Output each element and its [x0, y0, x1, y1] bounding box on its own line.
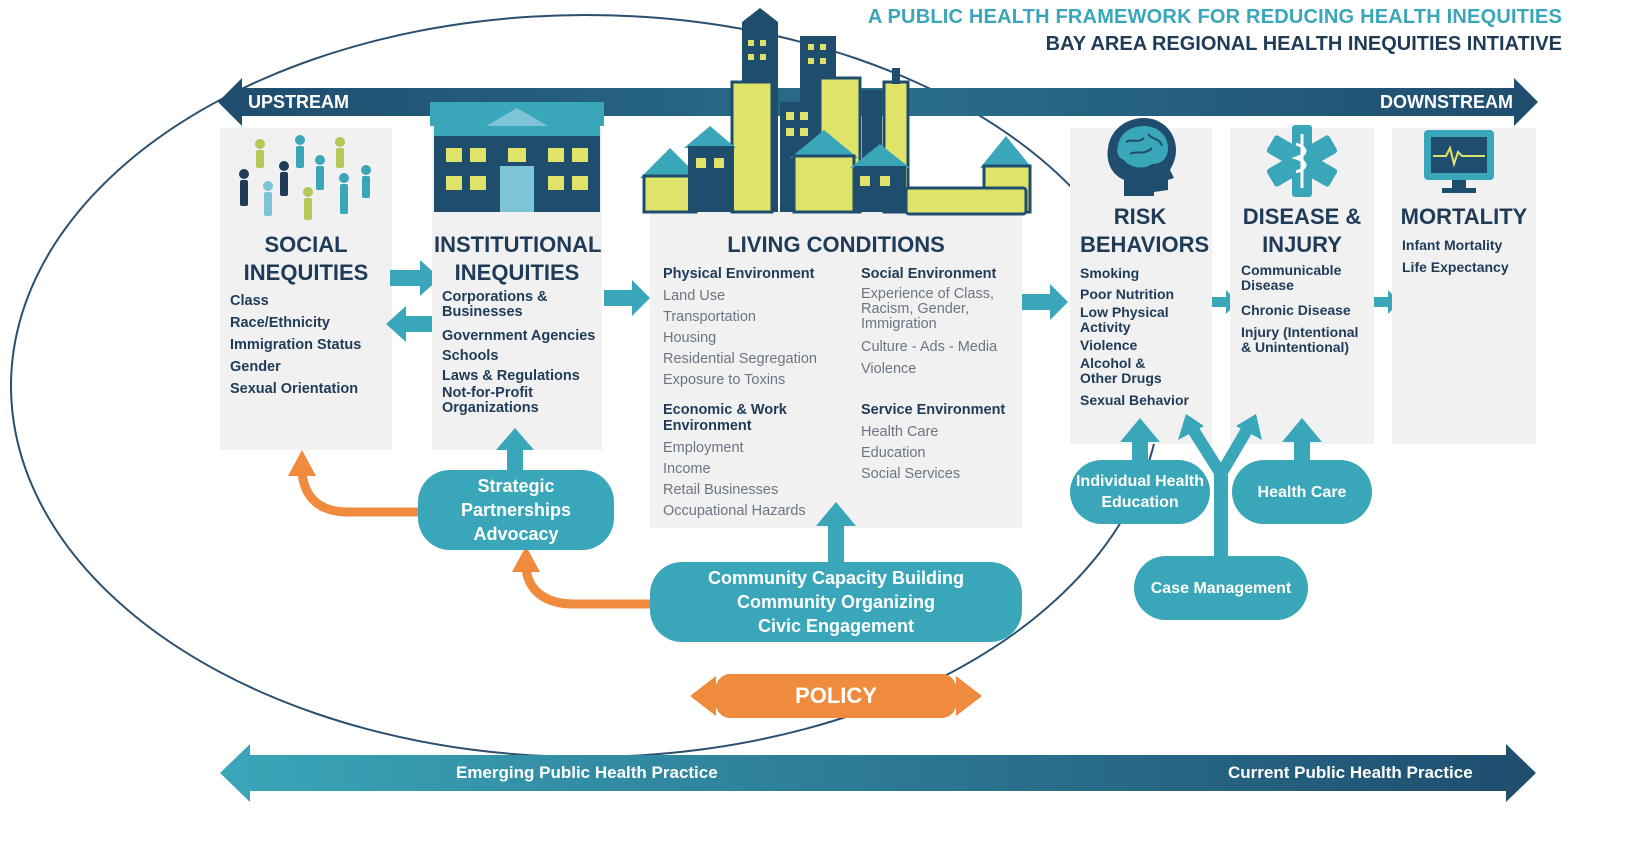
- service-environment-title: Service Environment: [861, 402, 1006, 418]
- list-item: Exposure to Toxins: [663, 372, 786, 388]
- living-to-risk-arrow-icon: [1022, 284, 1068, 320]
- institution-building-icon: [430, 102, 604, 212]
- list-item: Laws & Regulations: [442, 368, 580, 384]
- list-item: Government Agencies: [442, 328, 596, 344]
- list-item: Housing: [663, 330, 717, 346]
- institutional-inequities-title: INSTITUTIONAL INEQUITIES: [434, 232, 602, 285]
- heart-monitor-icon: [1424, 130, 1494, 193]
- list-item: Health Care: [861, 424, 939, 440]
- list-item: Schools: [442, 348, 499, 364]
- pill-line: Partnerships: [460, 500, 572, 520]
- list-item: Life Expectancy: [1402, 259, 1509, 275]
- public-health-practice-arrow: [220, 744, 1536, 802]
- case-management-pill: Case Management: [1134, 556, 1308, 620]
- list-item: Communicable Disease: [1241, 262, 1342, 293]
- list-item: Infant Mortality: [1402, 237, 1503, 253]
- economic-work-environment-section: Economic & Work Environment Employment I…: [663, 402, 853, 522]
- mortality-title: MORTALITY: [1400, 204, 1528, 229]
- social-inequities-list: Class Race/Ethnicity Immigration Status …: [230, 290, 390, 400]
- upstream-label: UPSTREAM: [248, 92, 350, 112]
- disease-injury-title: DISEASE & INJURY: [1242, 204, 1362, 257]
- social-environment-section: Social Environment Experience of Class, …: [861, 266, 1013, 377]
- list-item: Corporations & Businesses: [442, 289, 548, 320]
- living-conditions-panel: [650, 206, 1022, 528]
- list-item: Immigration Status: [230, 337, 362, 353]
- pill-line: Community Organizing: [737, 592, 935, 612]
- institutional-to-living-arrow-icon: [604, 280, 650, 316]
- list-item: Land Use: [663, 288, 726, 304]
- mortality-list: Infant Mortality Life Expectancy: [1402, 234, 1532, 278]
- service-environment-section: Service Environment Health Care Educatio…: [861, 402, 1013, 485]
- brain-head-icon: [1107, 118, 1176, 196]
- list-item: Class: [230, 293, 269, 309]
- list-item: Retail Businesses: [663, 482, 779, 498]
- list-item: Social Services: [861, 466, 961, 482]
- framework-title: A PUBLIC HEALTH FRAMEWORK FOR REDUCING H…: [867, 6, 1562, 28]
- policy-double-arrow: [690, 674, 982, 718]
- list-item: Low Physical Activity: [1080, 304, 1169, 335]
- list-item: Smoking: [1080, 265, 1140, 281]
- individual-health-education-pill: Individual Health Education: [1070, 460, 1210, 524]
- list-item: Education: [861, 445, 926, 461]
- list-item: Injury (Intentional & Unintentional): [1241, 324, 1359, 355]
- policy-label: POLICY: [795, 683, 877, 708]
- list-item: Income: [663, 461, 711, 477]
- medical-star-of-life-icon: [1266, 125, 1338, 197]
- social-inequities-title: SOCIAL INEQUITIES: [243, 232, 369, 285]
- pill-line: Education: [1101, 494, 1179, 511]
- people-icon: [239, 135, 371, 220]
- list-item: Chronic Disease: [1241, 302, 1351, 318]
- institutional-to-social-arrow-icon: [386, 306, 436, 342]
- list-item: Employment: [663, 440, 744, 456]
- emerging-practice-label: Emerging Public Health Practice: [456, 763, 718, 782]
- list-item: Occupational Hazards: [663, 503, 806, 519]
- pill-line: Strategic: [477, 476, 555, 496]
- institutional-inequities-list: Corporations & Businesses Government Age…: [442, 290, 598, 416]
- list-item: Culture - Ads - Media: [861, 339, 998, 355]
- pill-line: Civic Engagement: [757, 616, 915, 636]
- pill-line: Individual Health: [1075, 473, 1204, 490]
- risk-behaviors-title: RISK BEHAVIORS: [1080, 204, 1210, 257]
- downstream-label: DOWNSTREAM: [1380, 92, 1513, 112]
- disease-injury-list: Communicable Disease Chronic Disease Inj…: [1241, 263, 1371, 355]
- physical-environment-title: Physical Environment: [663, 266, 815, 282]
- list-item: Violence: [861, 361, 917, 377]
- pill-line: Health Care: [1257, 483, 1347, 501]
- list-item: Poor Nutrition: [1080, 286, 1175, 302]
- pill-line: Community Capacity Building: [707, 568, 965, 588]
- risk-behaviors-list: Smoking Poor Nutrition Low Physical Acti…: [1080, 263, 1206, 411]
- list-item: Alcohol & Other Drugs: [1080, 355, 1162, 386]
- living-conditions-title: LIVING CONDITIONS: [727, 232, 945, 257]
- strategic-partnerships-advocacy-pill: Strategic Partnerships Advocacy: [418, 470, 614, 550]
- list-item: Experience of Class, Racism, Gender, Imm…: [861, 286, 994, 332]
- framework-subtitle: BAY AREA REGIONAL HEALTH INEQUITIES INTI…: [1045, 33, 1562, 55]
- list-item: Transportation: [663, 309, 756, 325]
- list-item: Race/Ethnicity: [230, 315, 330, 331]
- pill-line: Case Management: [1150, 579, 1292, 597]
- list-item: Residential Segregation: [663, 351, 817, 367]
- pill-line: Advocacy: [473, 524, 559, 544]
- physical-environment-section: Physical Environment Land Use Transporta…: [663, 266, 853, 391]
- list-item: Sexual Orientation: [230, 381, 359, 397]
- current-practice-label: Current Public Health Practice: [1228, 763, 1473, 782]
- list-item: Gender: [230, 359, 281, 375]
- list-item: Sexual Behavior: [1080, 392, 1189, 408]
- health-care-pill: Health Care: [1232, 460, 1372, 524]
- city-skyline-icon: [640, 8, 1032, 216]
- social-environment-title: Social Environment: [861, 266, 997, 282]
- social-to-institutional-arrow-icon: [390, 260, 440, 296]
- economic-work-environment-title: Economic & Work Environment: [663, 402, 787, 434]
- community-capacity-pill: Community Capacity Building Community Or…: [650, 562, 1022, 642]
- list-item: Violence: [1080, 337, 1138, 353]
- list-item: Not-for-Profit Organizations: [442, 385, 539, 416]
